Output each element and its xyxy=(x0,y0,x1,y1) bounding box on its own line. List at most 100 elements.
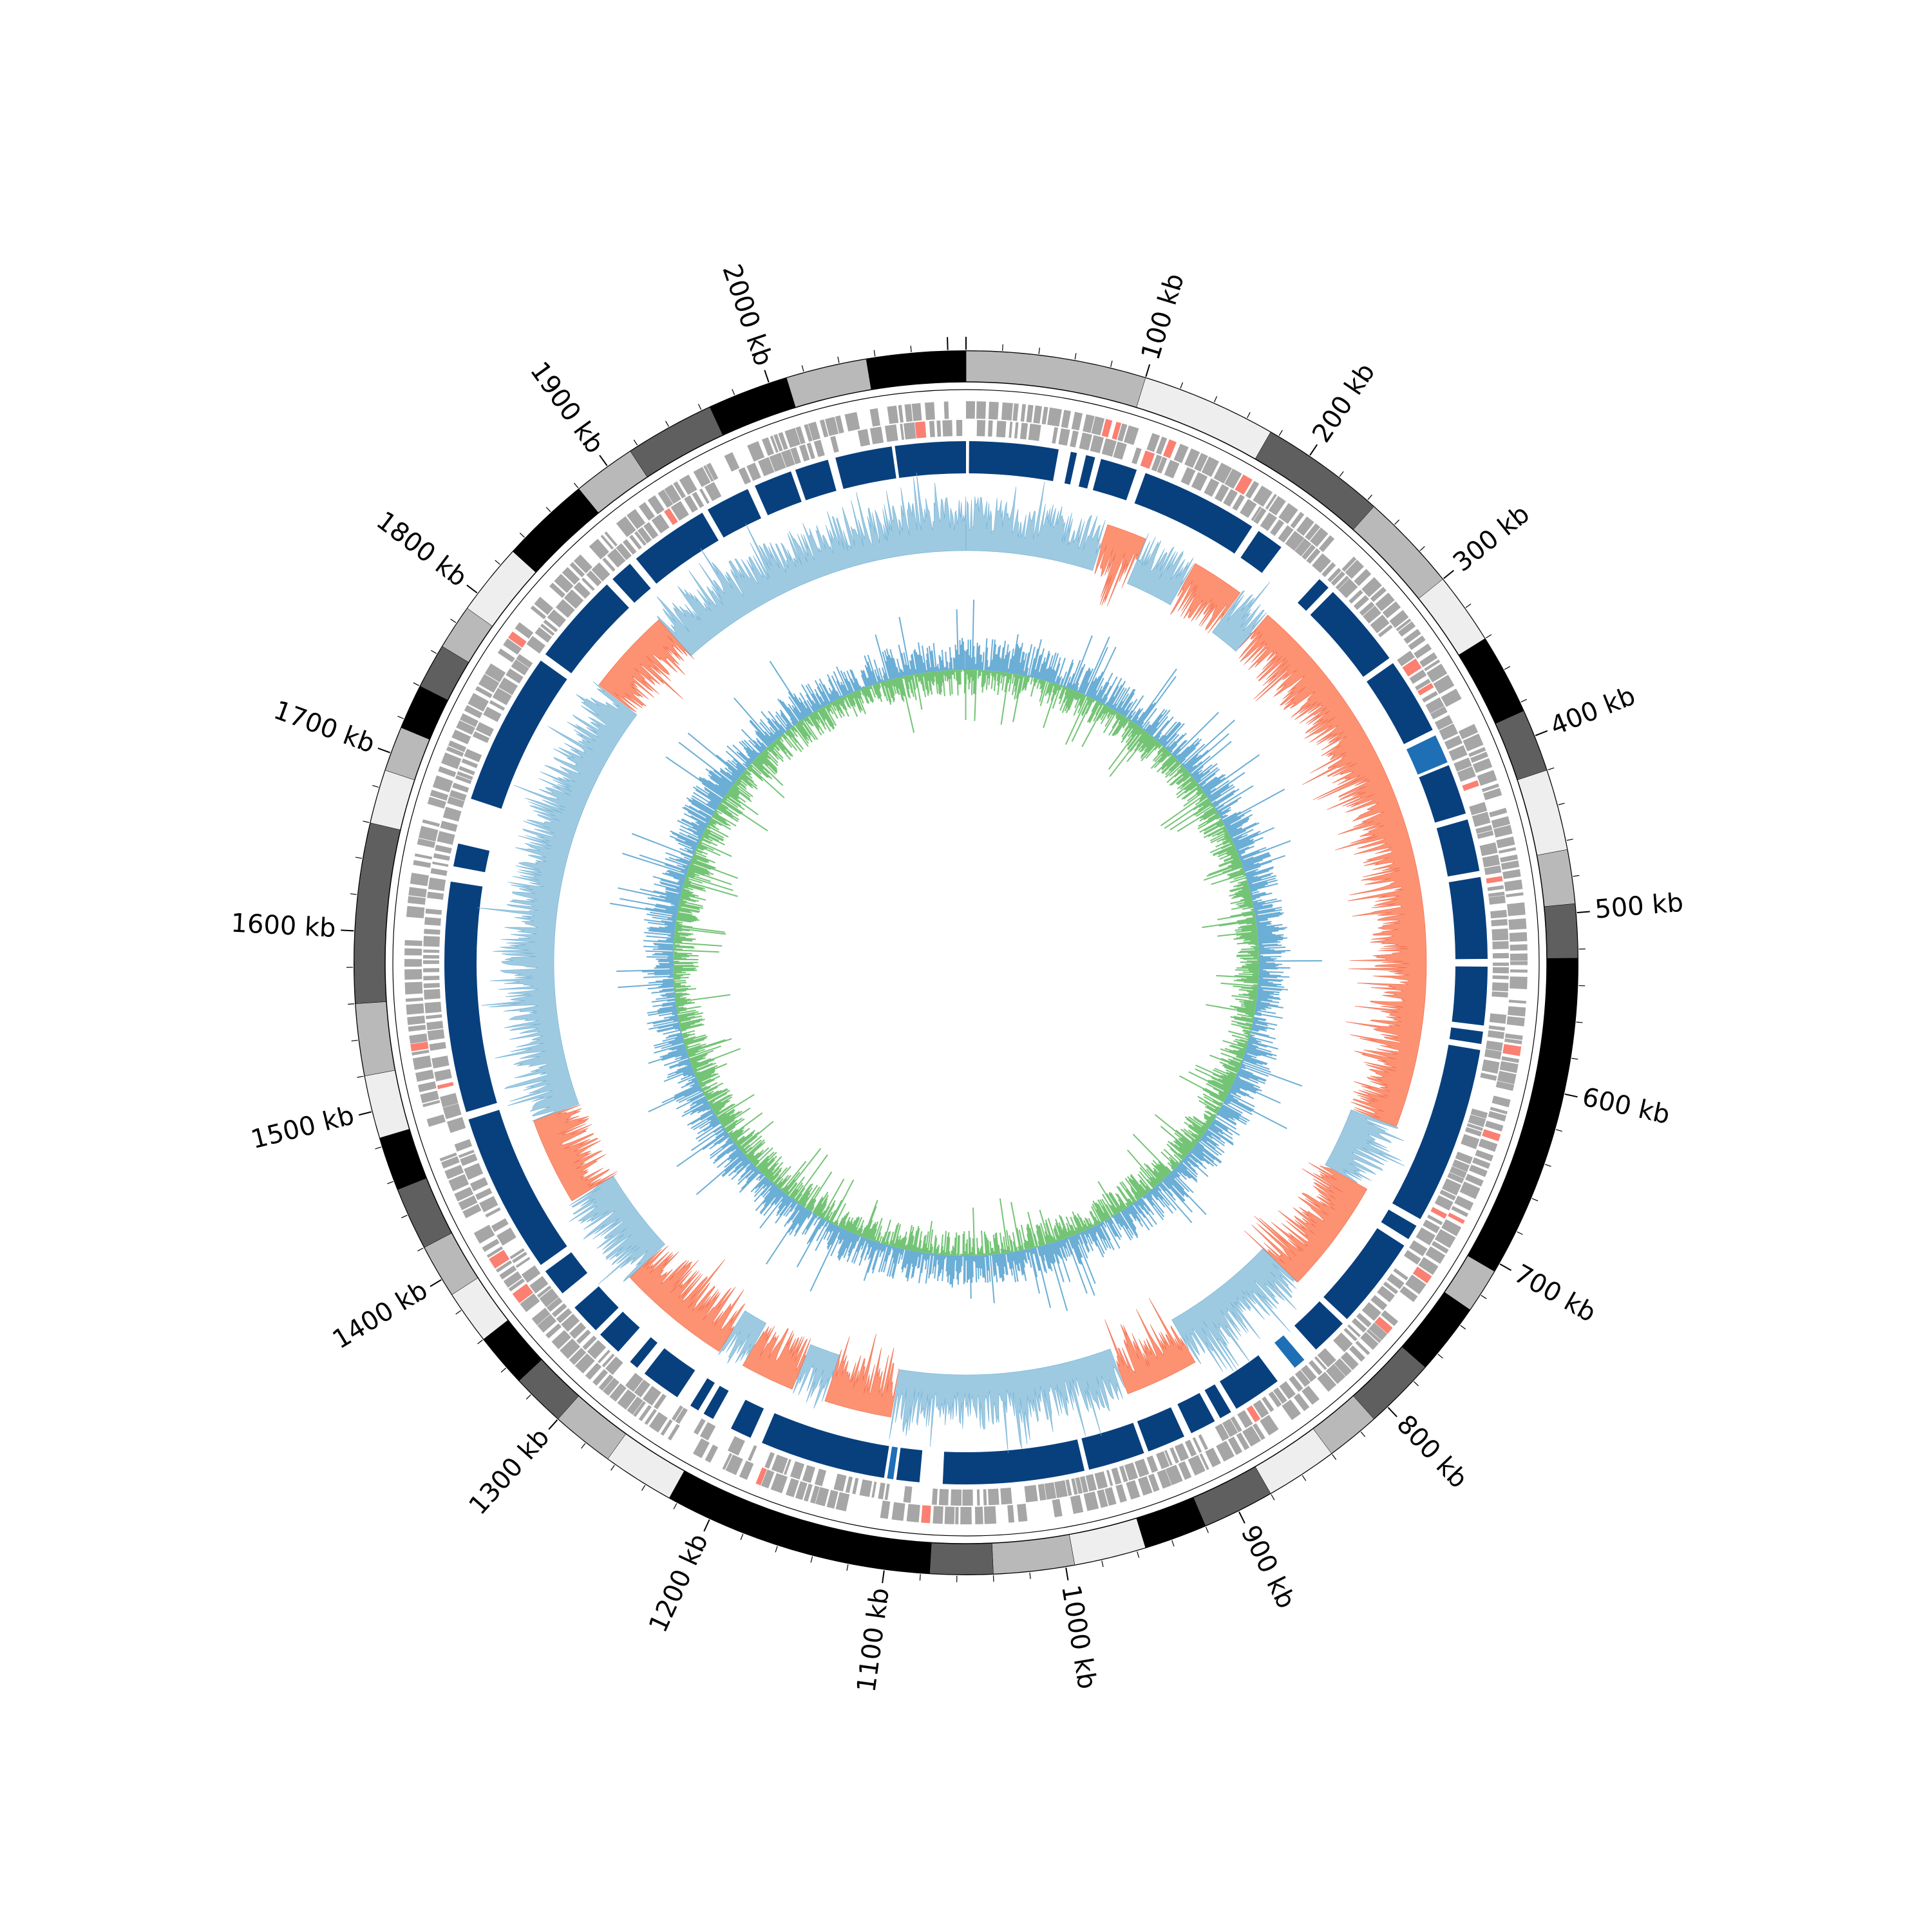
gene-feature xyxy=(446,746,464,757)
gene-feature xyxy=(1236,1432,1250,1450)
gene-feature xyxy=(1126,1480,1141,1500)
gene-feature xyxy=(1457,766,1476,782)
gene-feature xyxy=(1268,1391,1282,1408)
gene-feature xyxy=(747,440,765,462)
gene-feature xyxy=(1001,402,1013,421)
syntenic-block xyxy=(1449,1027,1483,1045)
gene-feature xyxy=(1253,485,1273,507)
gene-feature xyxy=(1403,1250,1421,1265)
gene-ring-edge xyxy=(392,389,1540,1537)
gene-feature xyxy=(1415,678,1431,691)
gene-feature xyxy=(442,1103,462,1119)
gene-feature xyxy=(423,949,440,953)
gene-feature xyxy=(1439,1189,1456,1201)
gene-feature xyxy=(1155,1451,1170,1470)
skew-negative-region xyxy=(629,1245,746,1352)
gene-feature xyxy=(795,1481,808,1501)
gene-feature xyxy=(455,775,472,784)
ideogram-band xyxy=(929,1542,994,1575)
gene-feature xyxy=(406,905,425,918)
gene-feature xyxy=(1354,569,1372,587)
gene-feature xyxy=(1477,830,1494,839)
gene-feature xyxy=(638,1405,652,1421)
gene-feature xyxy=(1026,404,1034,423)
gene-feature xyxy=(944,1506,955,1524)
minor-tick xyxy=(801,365,804,372)
gene-feature xyxy=(1361,577,1382,598)
gene-feature xyxy=(407,1015,426,1025)
gene-feature xyxy=(1488,891,1505,897)
gene-feature xyxy=(589,538,609,560)
gene-feature xyxy=(1399,1285,1418,1302)
gene-feature xyxy=(404,981,423,995)
gene-feature xyxy=(943,401,949,419)
skew-negative-region xyxy=(1244,1162,1368,1283)
gene-feature xyxy=(814,1468,827,1486)
gene-feature xyxy=(1492,991,1508,998)
gene-feature xyxy=(1496,836,1515,849)
gene-feature xyxy=(1075,1477,1083,1494)
gene-feature xyxy=(887,405,899,424)
syntenic-block xyxy=(1219,1355,1278,1409)
ideogram-band xyxy=(1069,1517,1146,1566)
minor-tick xyxy=(526,1394,531,1400)
syntenic-block xyxy=(887,1446,898,1480)
gene-feature xyxy=(438,766,457,777)
gene-feature xyxy=(1232,494,1245,511)
gene-feature xyxy=(1294,538,1312,556)
gene-feature xyxy=(1014,422,1019,439)
major-tick xyxy=(1145,364,1151,377)
gene-feature xyxy=(604,531,618,547)
position-label: 800 kb xyxy=(1390,1410,1473,1494)
gene-feature xyxy=(1242,1426,1261,1447)
gene-feature xyxy=(426,1114,446,1127)
gene-feature xyxy=(424,989,440,1000)
gene-feature xyxy=(1215,1423,1229,1441)
gene-feature xyxy=(424,929,440,935)
gene-feature xyxy=(1425,697,1444,714)
gene-feature xyxy=(622,539,637,555)
skew-negative-region xyxy=(598,619,695,713)
gene-feature xyxy=(1019,422,1028,440)
minor-tick xyxy=(1110,361,1113,368)
position-label: 500 kb xyxy=(1594,888,1685,925)
gene-feature xyxy=(900,423,905,440)
position-label: 1200 kb xyxy=(643,1530,714,1637)
gene-feature xyxy=(1115,1484,1127,1503)
gene-feature xyxy=(983,1489,987,1506)
gene-feature xyxy=(404,969,422,980)
syntenic-block xyxy=(896,1448,923,1482)
gene-feature xyxy=(1465,1126,1482,1137)
gene-feature xyxy=(447,796,465,808)
gene-feature xyxy=(587,1340,607,1359)
gene-feature xyxy=(516,654,533,668)
gene-feature xyxy=(472,731,490,743)
gene-feature xyxy=(1493,824,1513,838)
gene-feature xyxy=(1191,471,1208,491)
minor-tick xyxy=(500,1367,507,1373)
gene-feature xyxy=(1361,1302,1381,1321)
gene-feature xyxy=(830,435,839,453)
gene-feature xyxy=(1065,1479,1072,1496)
gene-feature xyxy=(966,401,976,419)
gene-feature xyxy=(616,543,632,560)
minor-tick xyxy=(740,1533,744,1540)
gene-feature xyxy=(1470,1108,1488,1119)
ideogram-band xyxy=(355,1001,395,1077)
gene-feature xyxy=(1409,669,1427,685)
gene-feature xyxy=(1478,1138,1498,1152)
minor-tick xyxy=(1520,699,1527,703)
gene-feature xyxy=(440,820,458,832)
gene-feature xyxy=(722,1453,733,1470)
gene-feature xyxy=(1509,932,1528,942)
gene-feature xyxy=(462,1204,482,1218)
gene-feature xyxy=(1491,918,1508,927)
gene-feature xyxy=(512,1251,527,1264)
gene-feature xyxy=(1282,1399,1302,1421)
minor-tick xyxy=(581,1443,586,1449)
gene-feature xyxy=(458,1150,475,1159)
gene-feature xyxy=(1083,414,1095,433)
gene-feature xyxy=(1378,624,1393,638)
gene-feature xyxy=(1290,511,1305,529)
